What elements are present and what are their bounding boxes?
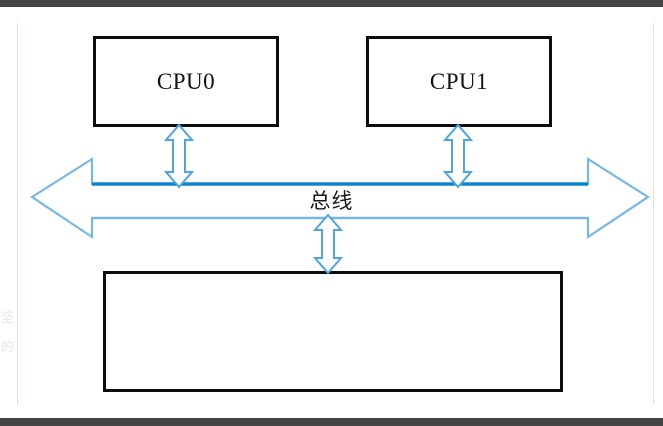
- cpu0-label: CPU0: [156, 68, 216, 94]
- cpu1-to-bus-arrow-icon: [442, 123, 474, 189]
- page-margin-rule-right: [653, 23, 654, 404]
- window-chrome-bottom: [0, 418, 663, 426]
- cpu1-box[interactable]: CPU1: [366, 36, 552, 127]
- page-margin-rule-left: [17, 23, 18, 404]
- background-ghost-text-1: 坚: [1, 311, 15, 326]
- document-page: 坚 的 总线 CPU0 CPU1: [0, 7, 663, 418]
- cpu1-label: CPU1: [429, 68, 489, 94]
- cpu0-to-bus-arrow-icon: [163, 123, 195, 189]
- window-chrome-top: [0, 0, 663, 7]
- cpu0-box[interactable]: CPU0: [93, 36, 279, 127]
- bus-to-memory-arrow-icon: [312, 213, 344, 275]
- memory-group-box[interactable]: Memory Memory: [103, 271, 563, 392]
- background-ghost-text-2: 的: [1, 340, 15, 355]
- bus-double-arrow: [29, 157, 651, 240]
